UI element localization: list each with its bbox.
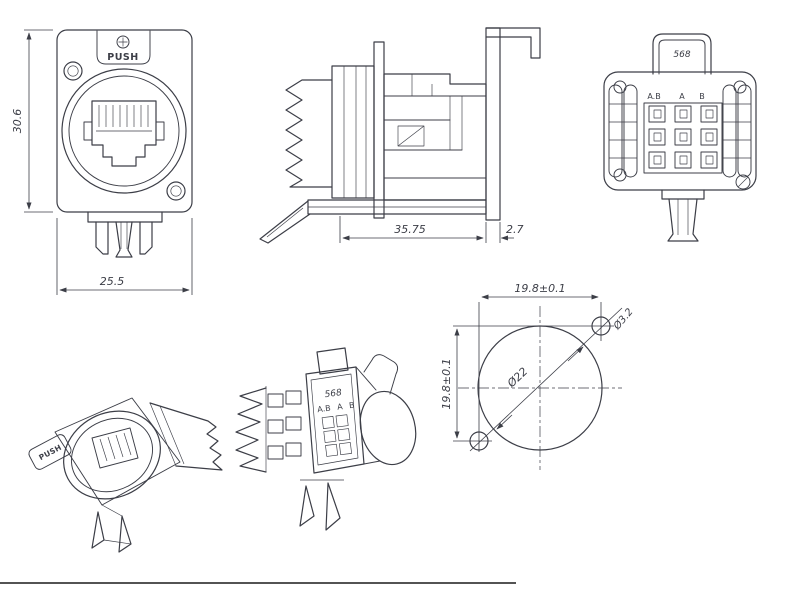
side-dim-flange-label: 2.7 (506, 223, 524, 236)
iso-rear-leg-1 (299, 485, 315, 527)
rear-code-label: 568 (673, 50, 690, 60)
iso-front-rj45-opening (91, 427, 139, 469)
side-dim-depth-label: 35.75 (394, 223, 426, 236)
rear-coil-left-1 (608, 84, 623, 178)
side-pcb-plate (373, 41, 385, 219)
iso-front-ring-outer (63, 410, 161, 500)
rear-wiring-a-label: A (679, 92, 685, 101)
front-body-bar (87, 211, 163, 223)
iso-rear-latch-tab (363, 354, 399, 395)
iso-front-punch-block (149, 402, 223, 471)
iso-rear-wiring-b-label: B (349, 401, 356, 411)
iso-front-leg-2 (118, 515, 132, 553)
front-dim-height-label: 30.6 (11, 109, 24, 134)
rear-body-outline (603, 71, 757, 191)
front-rj45-pins (98, 105, 149, 127)
rear-terminal-frame (643, 102, 723, 174)
iso-rear-barrel (359, 390, 417, 466)
front-dim-height-ext (24, 29, 53, 213)
iso-rear-punch-teeth (235, 387, 267, 473)
rear-coil-left-2 (623, 84, 638, 178)
front-ring-outer (61, 68, 187, 194)
front-jack-ear-left (83, 121, 93, 141)
cutout-dim-y-label: 19.8±0.1 (440, 358, 453, 409)
rear-view: 568 A.B A B (603, 33, 757, 242)
side-punch-body (331, 65, 375, 199)
side-flange-plate (485, 27, 501, 221)
cutout-centerlines (458, 306, 622, 470)
front-jack-ear-right (155, 121, 165, 141)
cutout-dia-main-label: Ø22 (504, 365, 530, 391)
iso-front-ring-inner (70, 417, 154, 493)
front-corner-hole-tl (63, 61, 83, 81)
front-dim-width-label: 25.5 (100, 275, 125, 288)
iso-front-flange (54, 397, 181, 506)
iso-rear-view: 568 A.B A B (235, 347, 417, 531)
rear-coil-right-1 (722, 84, 737, 178)
side-bracket (485, 27, 541, 59)
rear-screw-icon (735, 174, 751, 190)
side-punch-teeth (285, 79, 333, 188)
cutout-dim-x-label: 19.8±0.1 (514, 282, 565, 295)
front-flange-outline (56, 29, 193, 213)
iso-rear-top-tab (316, 347, 349, 375)
front-screw-head-icon (116, 35, 130, 49)
iso-rear-code-label: 568 (324, 388, 343, 400)
rear-top-tab (652, 33, 712, 75)
front-push-tab (96, 30, 151, 65)
side-view: 35.75 2.7 (259, 27, 541, 244)
rear-tail-bar (661, 189, 705, 200)
side-dim-ext (339, 216, 501, 243)
front-dim-width-ext (56, 218, 193, 295)
front-corner-hole-br (166, 181, 186, 201)
iso-rear-terminal-grid (321, 414, 352, 457)
rear-terminal-cells (648, 105, 718, 169)
front-screw-cross (118, 37, 128, 47)
cutout-diagonal-line (469, 307, 623, 452)
rear-wiring-ab-label: A.B (647, 92, 660, 101)
iso-front-push-tab (28, 434, 72, 470)
front-rj45-jack (91, 100, 157, 167)
front-ring-inner (68, 75, 180, 187)
front-leg-right (139, 221, 153, 255)
iso-rear-terminal-blocks (267, 390, 302, 460)
cutout-dim-y-ext (453, 325, 614, 442)
rear-tie-tail (667, 198, 699, 242)
iso-rear-plate (305, 366, 365, 474)
cutout-dim-x-ext (478, 302, 602, 452)
front-push-label: PUSH (107, 52, 138, 63)
cutout-dia-hole-label: Ø3.2 (610, 306, 635, 333)
iso-rear-wiring-a-label: A (337, 402, 344, 412)
cutout-view: Ø22 Ø3.2 19.8±0.1 19.8±0.1 (440, 282, 636, 470)
rear-wiring-b-label: B (699, 92, 705, 101)
side-tie-spike (259, 200, 311, 244)
front-tie-tail (115, 221, 133, 258)
front-view: PUSH 30.6 25.5 (11, 29, 193, 295)
side-housing (383, 73, 487, 201)
iso-front-leg-1 (91, 511, 105, 549)
iso-front-view: PUSH (28, 397, 223, 553)
front-leg-left (95, 221, 109, 255)
iso-rear-leg-2 (325, 482, 341, 531)
iso-rear-wiring-ab-label: A.B (317, 404, 331, 415)
rear-coil-right-2 (737, 84, 752, 178)
